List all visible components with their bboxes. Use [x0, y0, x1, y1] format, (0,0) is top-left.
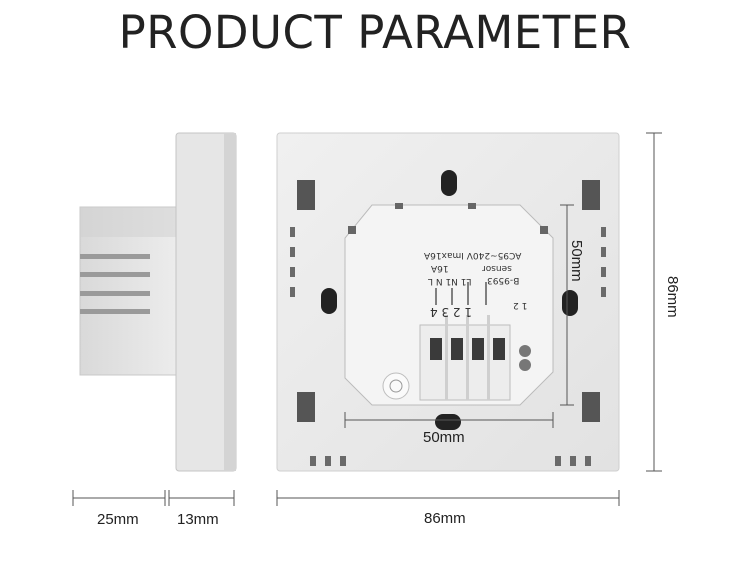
inner-width-label: 50mm [423, 429, 465, 446]
sensor-numbers-text: 1 2 [513, 300, 528, 310]
terminal-screws [430, 338, 505, 360]
right-slots [601, 227, 606, 297]
mount-hole-right [562, 290, 578, 316]
vent-slot-2 [80, 272, 150, 277]
bracket-tl [297, 180, 315, 210]
sensor-screw-1 [519, 345, 531, 357]
depth-front-label: 13mm [177, 511, 219, 528]
mount-hole-left [321, 288, 337, 314]
side-front-edge [224, 133, 236, 471]
dimension-lines [72, 132, 662, 506]
test-button [382, 372, 410, 400]
terminal-block [419, 324, 511, 401]
bracket-br [582, 392, 600, 422]
vent-slot-4 [80, 309, 150, 314]
terminal-numbers-text: 1 2 3 4 [430, 305, 472, 319]
outer-height-label: 86mm [664, 276, 681, 318]
mount-hole-top [441, 170, 457, 196]
vent-slot-3 [80, 291, 150, 296]
bottom-slots [310, 456, 591, 466]
bracket-tr [582, 180, 600, 210]
sensor-screw-2 [519, 359, 531, 371]
terminal-16a-text: 16A [431, 263, 449, 273]
terminal-sensor-text: sensor [482, 263, 512, 273]
side-view [79, 132, 237, 472]
terminal-arrows [435, 282, 487, 305]
back-panel-view [276, 132, 620, 472]
side-back-shadow [80, 207, 176, 237]
inner-height-label: 50mm [568, 240, 585, 282]
terminal-labels-text: L1 N1 N L [428, 276, 472, 286]
outer-width-label: 86mm [424, 510, 466, 527]
bracket-bl [297, 392, 315, 422]
vent-slot-1 [80, 254, 150, 259]
terminal-rating-text: AC95~240V Imax16A [424, 250, 522, 260]
page-title: PRODUCT PARAMETER [118, 6, 632, 59]
terminal-model-text: B-9593 [487, 275, 520, 285]
left-slots [290, 227, 295, 297]
depth-back-label: 25mm [97, 511, 139, 528]
terminal-dividers [445, 315, 490, 400]
mount-hole-bottom [435, 414, 461, 430]
